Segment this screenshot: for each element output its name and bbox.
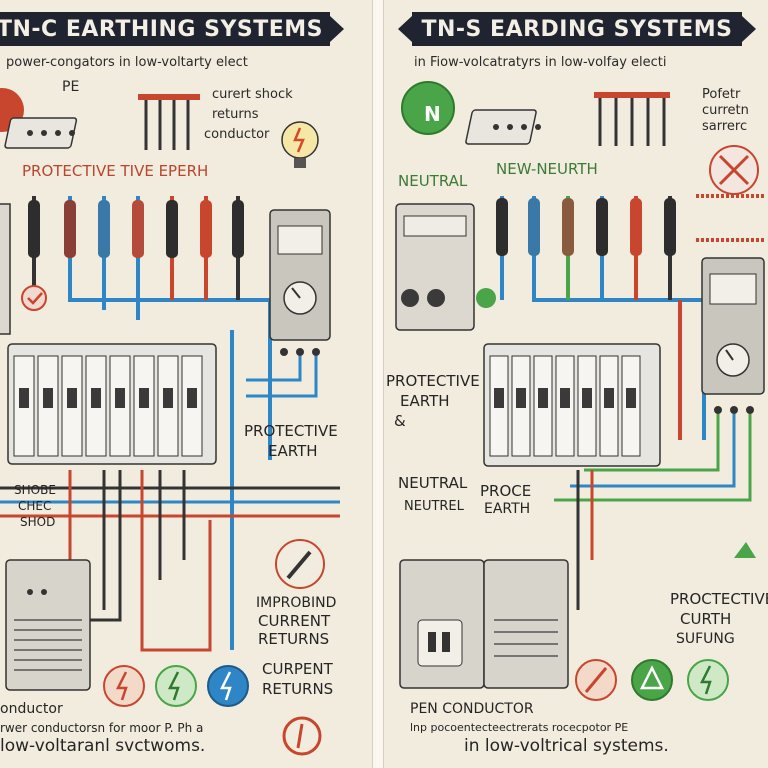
left-footer-line-3: low-voltaranl svctwoms.	[0, 736, 206, 756]
panel-divider	[372, 0, 384, 768]
shock-label: curert shock	[212, 87, 293, 102]
right-meter-icon	[554, 257, 765, 502]
left-transformer-icon	[5, 559, 91, 691]
right-footer-line-2: lnp pocoentecteectrerats rocecpotor PE	[410, 721, 629, 734]
right-subtitle: in Fiow-volcatratyrs in low-volfay elect…	[414, 55, 667, 70]
check-icon	[21, 285, 47, 311]
new-neurth-label: NEW-NEURTH	[496, 160, 598, 178]
right-breaker-block	[483, 343, 661, 467]
left-breaker-block	[7, 343, 217, 465]
neutral-label: NEUTRAL	[398, 172, 468, 190]
current-returns-label-1: CURPENT	[262, 660, 333, 678]
right-protective-earth-label-2: EARTH	[400, 392, 450, 410]
proce-label-1: PROCE	[480, 482, 532, 500]
neutral-label-3: NEUTREL	[404, 499, 464, 514]
improbind-label-3: RETURNS	[258, 630, 330, 648]
shock-block-label-1: SHOBE	[14, 483, 56, 497]
green-dot-icon	[476, 288, 496, 308]
protective-curth-label-3: SUFUNG	[676, 631, 735, 647]
returns-label: returns	[212, 107, 259, 122]
protective-curth-label-2: CURTH	[680, 610, 732, 628]
current-returns-label-2: RETURNS	[262, 680, 334, 698]
improbind-label-2: CURRENT	[258, 612, 331, 630]
triangle-icon	[631, 659, 673, 701]
shock-block-label-3: SHOD	[20, 515, 56, 529]
left-wiring-diagram	[0, 88, 340, 756]
bolt-icon-green	[155, 665, 197, 707]
left-footer-line-1: onductor	[0, 701, 63, 717]
left-subtitle: power-congators in low-voltarty elect	[6, 55, 248, 70]
right-footer-line-3: in low-voltrical systems.	[464, 736, 669, 756]
improbind-label-1: IMPROBIND	[256, 595, 337, 611]
protective-row-label: PROTECTIVE TIVE EPERH	[22, 162, 209, 180]
current-label: curretn	[702, 103, 749, 118]
ampersand-label: &	[394, 412, 406, 430]
shock-block-label-2: CHEC	[18, 499, 52, 513]
left-footer-icon	[282, 716, 322, 756]
n-letter: N	[424, 102, 441, 126]
protective-earth-label-2: EARTH	[268, 442, 318, 460]
neutral-n-icon	[401, 81, 455, 135]
left-title-banner: TN-C EARTHING SYSTEMS	[0, 12, 344, 46]
right-transformer-icon	[399, 559, 569, 689]
right-protective-earth-label-1: PROTECTIVE	[386, 372, 480, 390]
right-top-busbar-icon	[594, 92, 670, 146]
left-meter-icon	[246, 209, 331, 398]
right-terminal-block-icon	[465, 109, 541, 145]
right-switch-box-icon	[395, 203, 475, 331]
bolt-icon-red	[103, 665, 145, 707]
protective-earth-label-1: PROTECTIVE	[244, 422, 338, 440]
pe-terminal-block-icon	[4, 117, 78, 149]
left-title: TN-C EARTHING SYSTEMS	[0, 16, 323, 42]
plant-icon	[734, 542, 756, 558]
pofetr-label: Pofetr	[702, 87, 741, 102]
conductor-label: conductor	[204, 127, 270, 142]
pen-conductor-label: PEN CONDUCTOR	[410, 701, 534, 717]
right-wiring-diagram	[395, 81, 766, 701]
pencil-icon	[275, 539, 325, 589]
bolt-icon-green-right	[687, 659, 729, 701]
cable-terminals	[28, 200, 244, 258]
proce-label-2: EARTH	[484, 501, 531, 517]
left-footer-line-2: rwer conductorsn for moor P. Ph a	[0, 721, 204, 735]
right-cable-terminals	[496, 198, 676, 256]
neutral-label-2: NEUTRAL	[398, 474, 468, 492]
right-title-banner: TN-S EARDING SYSTEMS	[398, 12, 756, 46]
sarrere-label: sarrerc	[702, 119, 748, 134]
right-title: TN-S EARDING SYSTEMS	[421, 16, 733, 42]
right-panel: TN-S EARDING SYSTEMS in Fiow-volcatratyr…	[384, 0, 768, 768]
left-panel: TN-C EARTHING SYSTEMS power-congators in…	[0, 0, 372, 768]
protective-curth-label-1: PROCTECTIVE	[670, 590, 768, 608]
pe-label: PE	[62, 79, 80, 95]
top-busbar-icon	[138, 94, 200, 150]
bolt-icon-blue	[207, 665, 249, 707]
lightbulb-icon	[281, 121, 319, 168]
